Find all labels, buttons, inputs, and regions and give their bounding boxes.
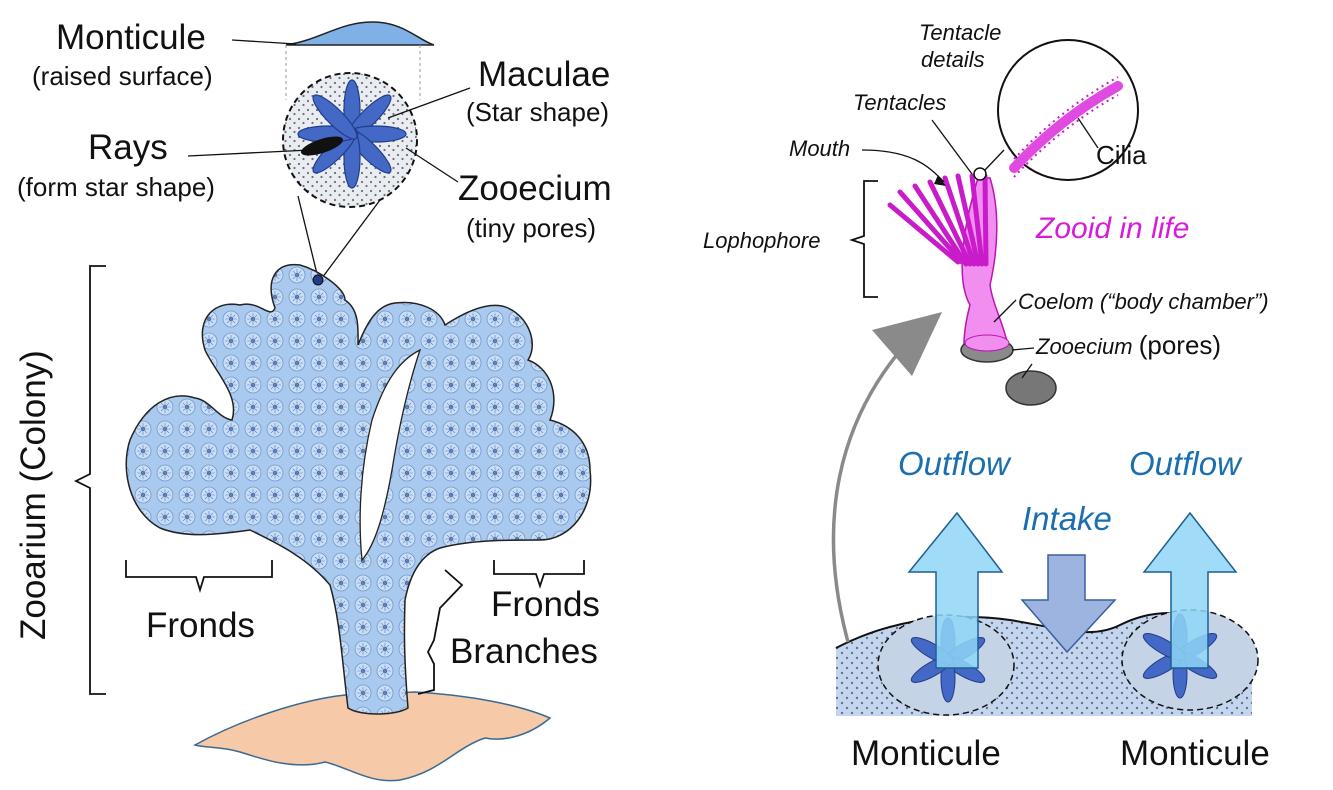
outflow-left-label: Outflow [898, 445, 1012, 482]
zoarium-brace [73, 265, 106, 695]
cilia-label: Cilia [1096, 140, 1147, 170]
outflow-arrow-right [1142, 511, 1238, 669]
outflow-right-label: Outflow [1129, 445, 1243, 482]
zooecium-subtitle: (tiny pores) [466, 213, 596, 243]
enlarge-arrowhead [872, 312, 942, 376]
mouth-label: Mouth [789, 136, 850, 161]
left-leaders [187, 39, 471, 279]
substrate [193, 691, 552, 782]
tentacle-detail [973, 39, 1139, 181]
tentacle-details-label-1: Tentacle [919, 20, 1001, 45]
rays-subtitle: (form star shape) [17, 172, 215, 202]
maculae-star [297, 79, 407, 189]
outflow-arrow-left [907, 511, 1004, 669]
maculae-title: Maculae [478, 55, 610, 94]
zoarium-label: Zooarium (Colony) [14, 350, 53, 640]
monticule-magnified [282, 72, 418, 208]
monticule-title: Monticule [56, 18, 206, 57]
rays-title: Rays [88, 128, 168, 167]
monticule-left-label: Monticule [851, 734, 1001, 773]
zooecium-title: Zooecium [458, 169, 612, 208]
branches-brace [417, 569, 464, 695]
right-leaders [861, 119, 1035, 379]
fronds-right-brace [493, 560, 585, 589]
lophophore-brace [849, 180, 878, 298]
colony-zoarium [125, 264, 592, 715]
monticule-right-label: Monticule [1120, 734, 1270, 773]
zooid [887, 173, 1014, 363]
loose-pore [1005, 370, 1057, 406]
enlarge-arrow [831, 343, 907, 643]
zooid-in-life-label: Zooid in life [1035, 212, 1189, 245]
ray-highlight [300, 136, 344, 156]
maculae-subtitle: (Star shape) [466, 97, 609, 127]
monticule-profile [285, 21, 435, 100]
coelom-label: Coelom (“body chamber”) [1018, 289, 1269, 314]
monticule-subtitle: (raised surface) [32, 61, 213, 91]
branches-label: Branches [450, 632, 598, 671]
fronds-right-label: Fronds [491, 585, 600, 624]
tentacles-label: Tentacles [853, 90, 946, 115]
intake-arrow [1020, 554, 1117, 654]
colony-gap [359, 348, 422, 562]
fronds-left-brace [125, 560, 273, 594]
monticule-dot [312, 274, 324, 286]
intake-label: Intake [1022, 500, 1112, 537]
fronds-left-label: Fronds [146, 606, 255, 645]
tentacle-details-label-2: details [921, 47, 985, 72]
zooecium-pores-label: Zooecium (pores) [1035, 330, 1221, 360]
lophophore-label: Lophophore [703, 228, 820, 253]
